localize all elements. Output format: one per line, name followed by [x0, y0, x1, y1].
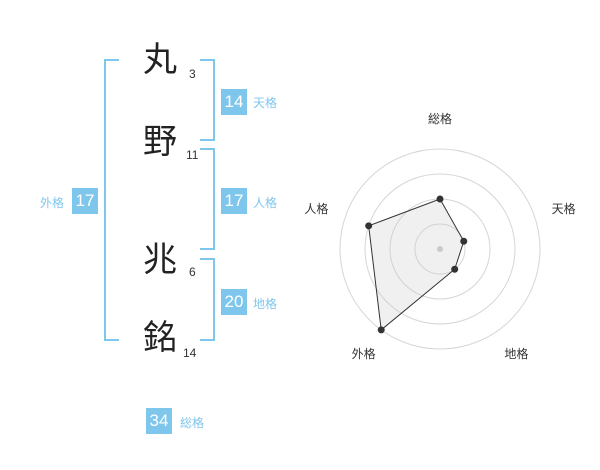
radar-ring	[414, 223, 466, 275]
name-char-1: 丸	[143, 40, 177, 80]
radar-axis-label-3: 地格	[504, 346, 528, 361]
name-char-2: 野	[143, 122, 177, 162]
gaikaku-bracket	[104, 59, 119, 341]
gaikaku-label: 外格	[40, 196, 65, 210]
name-char-3-strokes: 6	[189, 265, 196, 279]
jinkaku-bracket	[200, 148, 215, 250]
radar-point-1	[436, 195, 444, 203]
radar-axis-label-2: 天格	[552, 201, 576, 216]
radar-axis-label-4: 外格	[352, 346, 376, 361]
radar-axis-label-5: 人格	[304, 201, 328, 216]
jinkaku-value: 17	[221, 188, 247, 214]
jinkaku-label: 人格	[253, 196, 278, 210]
chikaku-value: 20	[221, 289, 247, 315]
radar-series-area	[368, 198, 465, 331]
chikaku-bracket	[200, 258, 215, 341]
name-char-1-strokes: 3	[189, 67, 196, 81]
soukaku-label: 総格	[180, 416, 205, 430]
radar-point-3	[451, 265, 459, 273]
gaikaku-value: 17	[72, 188, 98, 214]
radar-point-4	[377, 326, 385, 334]
radar-ring	[364, 173, 516, 325]
name-char-4-strokes: 14	[183, 346, 197, 360]
name-char-3: 兆	[143, 240, 177, 280]
radar-ring	[339, 148, 541, 350]
tenkaku-bracket	[200, 59, 215, 141]
radar-center	[437, 246, 443, 252]
radar-axis-label-1: 総格	[428, 111, 452, 126]
tenkaku-label: 天格	[253, 96, 278, 110]
radar-point-5	[365, 222, 373, 230]
name-char-4: 銘	[143, 318, 177, 358]
radar-point-2	[460, 237, 468, 245]
chikaku-label: 地格	[253, 297, 278, 311]
soukaku-value: 34	[146, 408, 172, 434]
tenkaku-value: 14	[221, 89, 247, 115]
name-char-2-strokes: 11	[186, 148, 199, 162]
